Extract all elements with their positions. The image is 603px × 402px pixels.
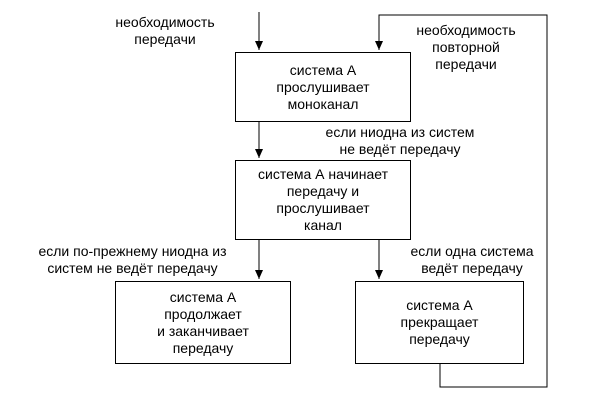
box-start-transmit: система А начинает передачу и прослушива… bbox=[235, 160, 411, 240]
label-none-transmitting: если ниодна из систем не ведёт передачу bbox=[325, 124, 475, 157]
box-continue: система А продолжает и заканчивает перед… bbox=[115, 281, 291, 364]
box-stop-text: система А прекращает передачу bbox=[400, 297, 479, 347]
box-listen: система А прослушивает моноканал bbox=[235, 52, 411, 122]
label-need-retransmit: необходимость повторной передачи bbox=[416, 22, 516, 72]
label-need-transmit: необходимость передачи bbox=[115, 14, 215, 47]
label-still-none: если по-прежнему ниодна из систем не вед… bbox=[38, 243, 227, 276]
box-listen-text: система А прослушивает моноканал bbox=[276, 61, 370, 112]
box-stop: система А прекращает передачу bbox=[355, 281, 524, 364]
arrow-retry-loop bbox=[375, 14, 548, 388]
box-start-text: система А начинает передачу и прослушива… bbox=[258, 166, 388, 233]
box-continue-text: система А продолжает и заканчивает перед… bbox=[157, 288, 249, 356]
label-one-transmitting: если одна система ведёт передачу bbox=[410, 243, 534, 276]
